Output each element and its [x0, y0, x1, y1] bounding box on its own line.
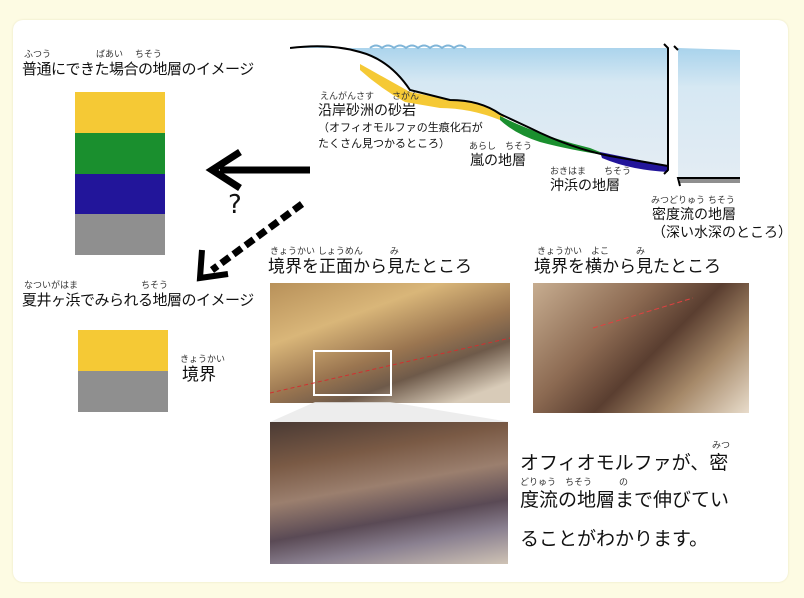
storm-layer — [500, 116, 610, 156]
description-line: ることがわかります。 — [520, 528, 709, 550]
normal-strata-column — [75, 92, 165, 255]
storm-ruby: あらし ちそう — [469, 142, 533, 152]
desc-ruby: どりゅう ちそう の — [520, 478, 629, 488]
description-line: 度流の地層まで伸びてい — [520, 489, 730, 511]
front-view-photo — [270, 283, 510, 403]
layer-sandstone — [75, 92, 165, 133]
front-title-ruby: きょうかい しょうめん み — [270, 247, 399, 257]
dashed-arrow-icon — [196, 201, 305, 282]
closeup-photo — [270, 422, 508, 564]
layer-turbidite — [75, 214, 165, 255]
desc-ruby: みつ — [712, 441, 731, 451]
turbidite-label: 密度流の地層 — [652, 207, 736, 223]
side-title: 境界を横から見たところ — [534, 257, 721, 277]
natsui-strata-column — [78, 330, 168, 412]
normal-title: 普通にできた場合の地層のイメージ — [22, 60, 254, 78]
layer-turbidite — [78, 371, 168, 412]
layer-sandstone — [78, 330, 168, 371]
offshore-label: 沖浜の地層 — [550, 178, 620, 194]
zoom-connector — [270, 402, 510, 422]
offshore-ruby: おきはま ちそう — [550, 167, 632, 177]
arrows — [196, 149, 310, 282]
sandstone-label: 沿岸砂洲の砂岩 — [318, 103, 416, 119]
cross-section-diagram — [290, 43, 740, 187]
sandstone-note: （オフィオモルファの生痕化石が — [318, 121, 483, 134]
natsui-title-ruby: なついがはま ちそう — [24, 281, 169, 291]
front-title: 境界を正面から見たところ — [268, 257, 472, 277]
storm-label: 嵐の地層 — [470, 153, 526, 169]
layer-offshore — [75, 174, 165, 214]
side-view-photo — [533, 283, 749, 413]
sandstone-layer — [360, 64, 505, 120]
normal-title-ruby: ふつう ばあい ちそう — [24, 50, 162, 60]
boundary-label: 境界 — [182, 365, 216, 385]
description-line: オフィオモルファが、密 — [520, 452, 729, 474]
left-arrow-icon — [205, 149, 310, 191]
zoom-box — [313, 350, 392, 396]
side-title-ruby: きょうかい よこ み — [537, 247, 646, 257]
turbidite-note: （深い水深のところ） — [652, 225, 792, 241]
sandstone-ruby: えんがんさす さがん — [320, 92, 420, 102]
sandstone-note: たくさん見つかるところ） — [318, 137, 450, 150]
turbidite-layer — [680, 178, 740, 183]
boundary-ruby: きょうかい — [180, 355, 226, 365]
turbidite-ruby: みつどりゅう ちそう — [651, 196, 735, 206]
natsui-title: 夏井ヶ浜でみられる地層のイメージ — [22, 291, 254, 309]
layer-storm — [75, 133, 165, 174]
question-mark: ? — [228, 190, 242, 220]
